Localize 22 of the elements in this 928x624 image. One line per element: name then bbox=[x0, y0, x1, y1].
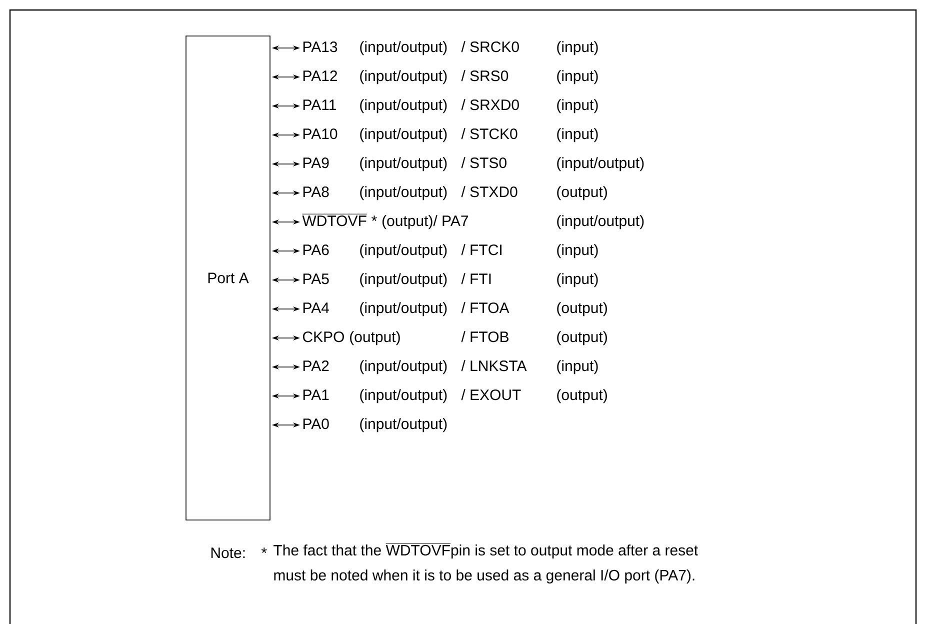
pin-label: PA12 (input/output) / SRS0 (input) bbox=[303, 70, 598, 84]
pin-label: PA8 (input/output) / STXD0 (output) bbox=[303, 186, 607, 200]
pin-label: PA4 (input/output) / FTOA (output) bbox=[303, 302, 607, 316]
pin-label: WDTOVF * (output)/ PA7 (input/output) bbox=[302, 214, 644, 230]
pin-label: PA13 (input/output) / SRCK0 (input) bbox=[303, 41, 598, 56]
label: pin is set to output mode after a reset bbox=[451, 544, 698, 558]
footnote-mark: * bbox=[261, 548, 267, 553]
pin-label: PA9 (input/output) / STS0 (input/output) bbox=[303, 157, 644, 172]
label: The fact that the bbox=[274, 544, 381, 556]
port-box: Port A bbox=[186, 36, 270, 520]
label: must be noted when it is to be used as a general I/O port (PA7). bbox=[274, 570, 694, 584]
note-label: Note: bbox=[211, 548, 245, 558]
pin-label: PA0 (input/output) bbox=[303, 418, 447, 432]
note-text: The fact that the WDTOVFpin is set to output mode after a reset must be noted when it is to be used as a general I/O port (PA7). bbox=[274, 543, 698, 584]
pin-label: PA10 (input/output) / STCK0 (input) bbox=[303, 128, 598, 142]
pin-label: PA2 (input/output) / LNKSTA (input) bbox=[303, 360, 598, 374]
label: WDTOVF bbox=[386, 544, 450, 556]
pin-label: CKPO (output) / FTOB (output) bbox=[302, 331, 607, 346]
pin-label: PA5 (input/output) / FTI (input) bbox=[303, 273, 598, 288]
pin-label: PA11 (input/output) / SRXD0 (input) bbox=[303, 99, 598, 114]
pin-label: PA1 (input/output) / EXOUT (output) bbox=[303, 389, 607, 404]
pin-label: PA6 (input/output) / FTCI (input) bbox=[303, 244, 598, 258]
